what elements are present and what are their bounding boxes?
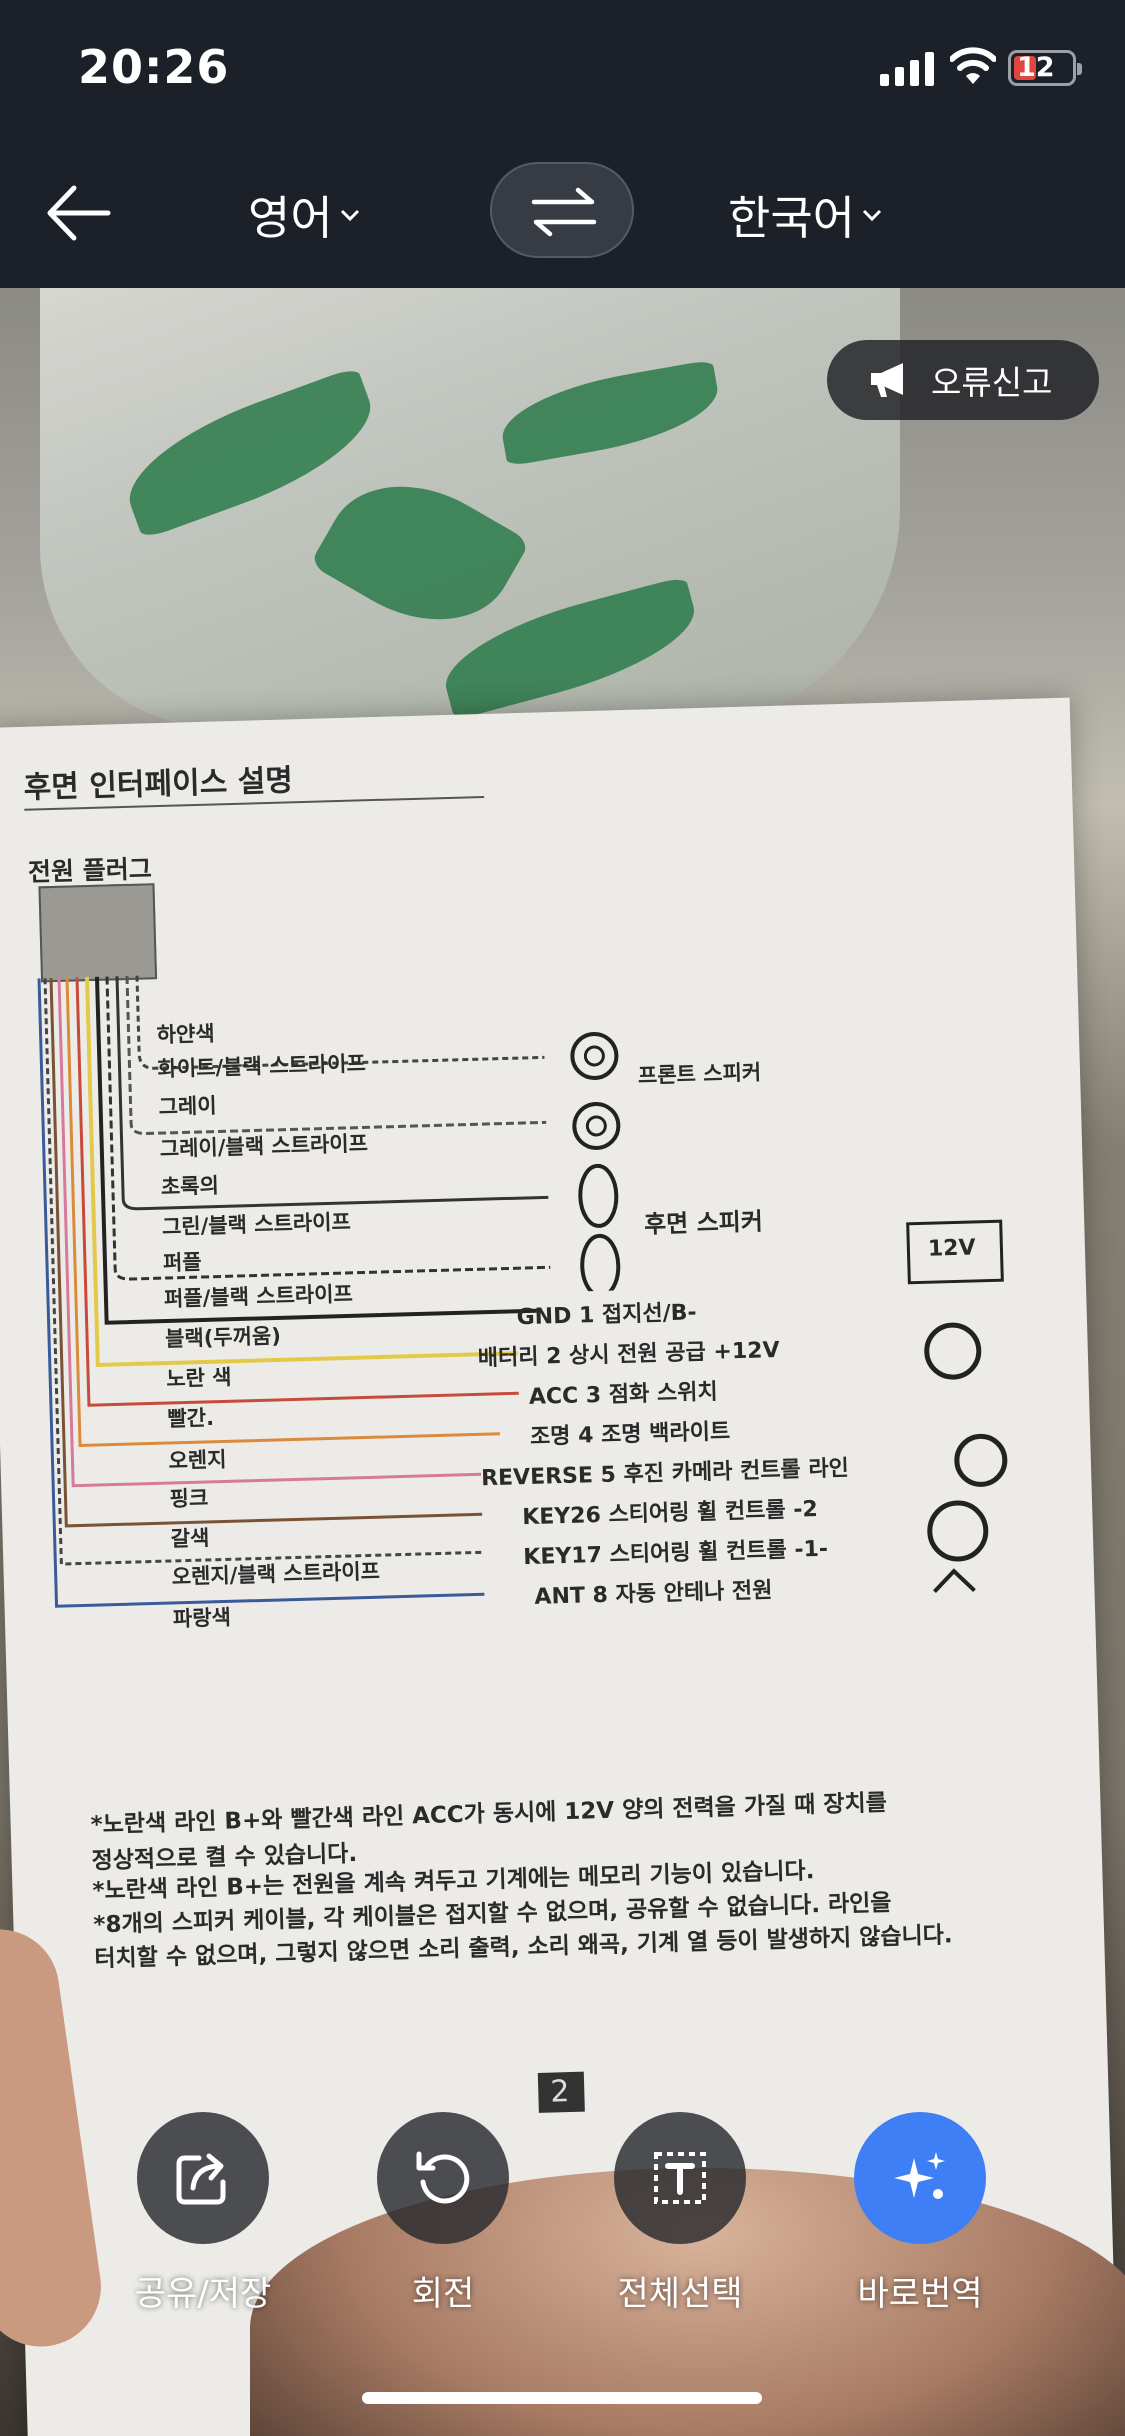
wire-label[interactable]: 갈색 <box>170 1525 210 1551</box>
status-time: 20:26 <box>78 40 230 94</box>
page-number-box: 2 <box>537 2071 585 2113</box>
share-save-button[interactable]: 공유/저장 <box>93 2112 313 2314</box>
note-line[interactable]: *노란색 라인 B+와 빨간색 라인 ACC가 동시에 12V 양의 전력을 가… <box>90 1790 888 1839</box>
wire-label[interactable]: 그레이/블랙 스트라이프 <box>159 1131 369 1162</box>
wire-label[interactable]: 핑크 <box>169 1485 209 1512</box>
chevron-down-icon <box>862 209 882 222</box>
rotate-button[interactable]: 회전 <box>333 2112 553 2314</box>
pin-label[interactable]: ANT 8 자동 안테나 전원 <box>534 1578 773 1610</box>
swap-icon <box>531 187 597 237</box>
translated-document: 후면 인터페이스 설명 전원 플러그 하얀색 화이트/블랙 스트라이프 그레이 <box>0 697 1120 2436</box>
wire-label[interactable]: 파랑색 <box>172 1605 232 1631</box>
home-indicator[interactable] <box>362 2392 762 2404</box>
wire-label[interactable]: 화이트/블랙 스트라이프 <box>157 1051 367 1082</box>
wiring-diagram <box>37 975 551 1608</box>
rotate-icon <box>416 2151 470 2204</box>
cellular-signal-icon <box>880 52 934 86</box>
rear-speaker-label[interactable]: 후면 스피커 <box>643 1207 764 1239</box>
wire-label[interactable]: 퍼플 <box>162 1250 202 1276</box>
front-speaker-label[interactable]: 프론트 스피커 <box>637 1060 762 1088</box>
share-save-label: 공유/저장 <box>134 2274 272 2314</box>
wifi-icon <box>950 47 996 84</box>
instant-translate-label: 바로번역 <box>857 2274 983 2314</box>
chevron-down-icon <box>340 209 359 222</box>
swap-languages-button[interactable] <box>490 162 634 258</box>
rotate-label: 회전 <box>411 2274 475 2314</box>
wire-label[interactable]: 하얀색 <box>156 1021 215 1048</box>
wire-label[interactable]: 초록의 <box>160 1173 220 1200</box>
pin-label[interactable]: 조명 4 조명 백라이트 <box>529 1419 731 1450</box>
wire-label[interactable]: 노란 색 <box>165 1365 232 1392</box>
page-number: 2 <box>549 2074 570 2110</box>
megaphone-icon <box>871 363 903 397</box>
report-error-label: 오류신고 <box>931 363 1053 402</box>
target-language-label: 한국어 <box>728 191 855 245</box>
wire-label[interactable]: 오렌지/블랙 스트라이프 <box>171 1559 381 1589</box>
speaker-icon <box>570 1031 621 1293</box>
wire-label[interactable]: 그린/블랙 스트라이프 <box>161 1209 352 1240</box>
share-icon <box>176 2153 226 2205</box>
wire-label[interactable]: 블랙(두꺼움) <box>164 1323 282 1352</box>
select-all-button[interactable]: 전체선택 <box>570 2112 790 2314</box>
instant-translate-button[interactable]: 바로번역 <box>810 2112 1030 2314</box>
battery-diagram: 12V <box>906 1219 1004 1285</box>
report-error-button[interactable]: 오류신고 <box>827 340 1099 420</box>
accessory-icons <box>924 1322 1008 1594</box>
wire-label[interactable]: 빨간. <box>167 1405 215 1432</box>
battery-level: 12 <box>1017 52 1055 83</box>
source-language-selector[interactable]: 영어 <box>248 182 361 248</box>
pin-label[interactable]: GND 1 접지선/B- <box>516 1300 697 1331</box>
target-language-selector[interactable]: 한국어 <box>728 182 883 248</box>
wire-label[interactable]: 퍼플/블랙 스트라이프 <box>163 1281 354 1312</box>
sparkle-icon <box>894 2152 945 2199</box>
action-bar: 공유/저장 회전 전체선택 바로번역 <box>0 2112 1125 2314</box>
battery-diagram-label: 12V <box>927 1235 976 1262</box>
translation-toolbar: 영어 한국어 <box>0 140 1125 288</box>
wire-label[interactable]: 오렌지 <box>168 1447 227 1474</box>
select-all-label: 전체선택 <box>617 2274 743 2314</box>
back-arrow-icon[interactable] <box>40 178 120 248</box>
select-all-icon <box>654 2152 706 2204</box>
pin-label[interactable]: ACC 3 점화 스위치 <box>528 1379 718 1410</box>
wire-label[interactable]: 그레이 <box>158 1093 217 1120</box>
source-language-label: 영어 <box>248 191 333 245</box>
status-bar: 20:26 12 <box>0 0 1125 140</box>
battery-icon: 12 <box>1008 50 1082 86</box>
